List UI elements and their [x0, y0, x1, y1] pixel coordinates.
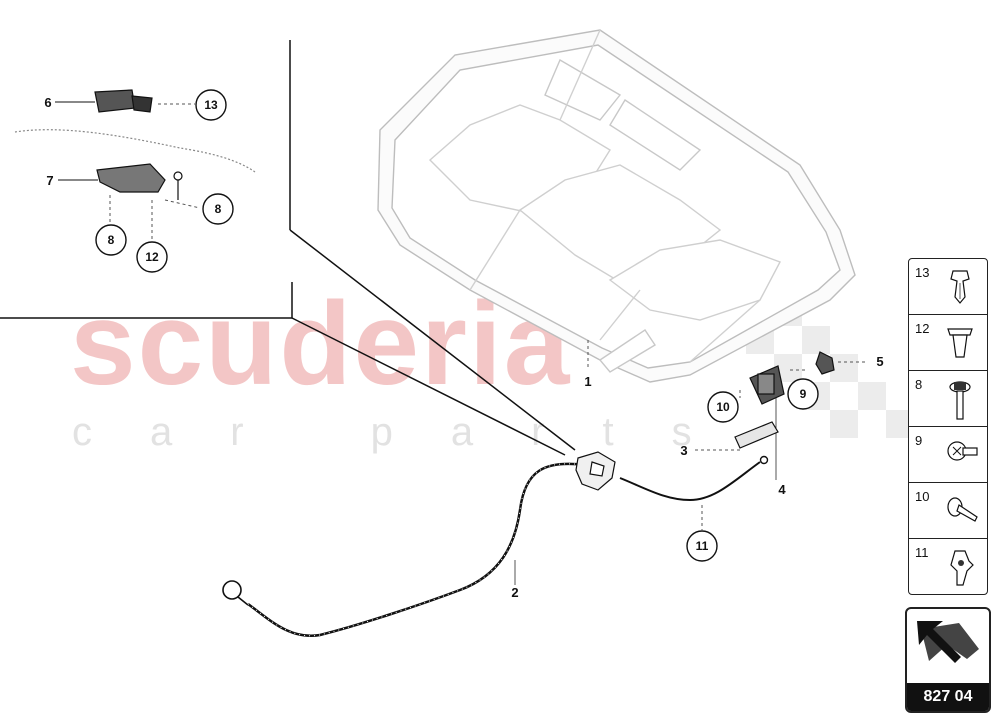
legend-item-13[interactable]: 13: [909, 259, 987, 315]
inset-leaders: [109, 103, 201, 240]
legend-number: 11: [915, 545, 929, 560]
push-clip-icon: [950, 270, 970, 304]
legend-number: 9: [915, 433, 923, 448]
callout-2: 2: [511, 585, 518, 600]
engine-lid: [377, 29, 856, 383]
inset-leaders-solid: [55, 101, 98, 181]
legend-item-10[interactable]: 10: [909, 483, 987, 539]
legend-number: 10: [915, 489, 930, 504]
legend-item-8[interactable]: 8: [909, 371, 987, 427]
watermark-brand: scuderia: [70, 278, 572, 410]
lock-cable: [619, 455, 769, 502]
leader-lines: [587, 340, 868, 530]
legend-number: 12: [915, 321, 930, 336]
legend-number: 13: [915, 265, 930, 280]
callout-8-inset-left: 8: [108, 233, 115, 247]
release-cable: [222, 462, 586, 638]
legend-number: 8: [915, 377, 923, 392]
callout-8-inset-right: 8: [215, 202, 222, 216]
legend-item-12[interactable]: 12: [909, 315, 987, 371]
flange-bolt-icon: [949, 381, 971, 420]
callout-9: 9: [800, 387, 807, 401]
inset-frame: [0, 40, 576, 456]
legend-item-11[interactable]: 11: [909, 539, 987, 594]
callout-7: 7: [46, 173, 53, 188]
callout-1: 1: [584, 374, 591, 389]
release-handle: [734, 421, 779, 449]
watermark-tagline: car parts: [72, 410, 750, 454]
back-navigation-button[interactable]: 827 04: [905, 607, 991, 713]
callout-11: 11: [696, 539, 709, 553]
callout-circles: [95, 89, 819, 562]
callout-10: 10: [716, 400, 730, 414]
lock-latch: [749, 365, 785, 405]
callout-3: 3: [680, 443, 687, 458]
latch-clip: [815, 351, 835, 375]
callout-12: 12: [145, 250, 159, 264]
lock-bracket: [575, 451, 616, 491]
screw-icon: [947, 497, 978, 522]
inset-parts: [14, 89, 256, 200]
cable-clip-icon: [950, 550, 974, 586]
back-arrow-icon: [917, 621, 979, 663]
legend-item-9[interactable]: 9: [909, 427, 987, 483]
plug-clip-icon: [947, 328, 973, 358]
callout-4: 4: [778, 482, 786, 497]
bolt-icon: [947, 441, 978, 461]
callout-6: 6: [44, 95, 51, 110]
callout-5: 5: [876, 354, 883, 369]
callout-13: 13: [204, 98, 218, 112]
page-code: 827 04: [907, 683, 989, 711]
fastener-legend: 13 12 8 9 10 11: [908, 258, 988, 595]
